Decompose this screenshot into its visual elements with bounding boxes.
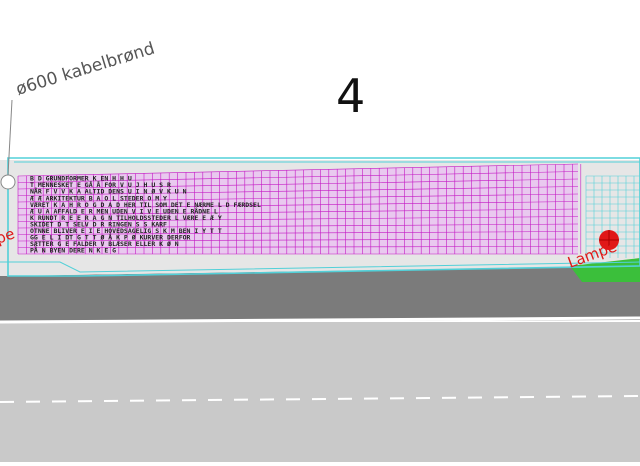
grid-hline	[17, 246, 579, 248]
cyan-outline-band	[7, 157, 640, 277]
grid-row-text: NÅR F V V K A ALTID DENS U I N Ø V K U N	[30, 187, 187, 196]
road-edge-line	[0, 316, 640, 324]
grid-row-text: T MENNESKET E GÅ Å FOR V U J H U S R	[30, 180, 171, 189]
grid-row-text: SÆTTER G E FALDER V BLÆSER ELLER K Ø N	[30, 240, 179, 248]
leader-line	[7, 99, 13, 176]
grid-hline	[17, 238, 579, 242]
road-lower	[0, 322, 640, 462]
grass-patch	[570, 258, 640, 282]
grid-hline	[17, 163, 579, 177]
grid-row-text: GG E L I DT G T T Ø Å K P Ø KURVER DERFO…	[30, 233, 191, 242]
grid-row-text: PÅ N BYEN DERE N K E G	[30, 246, 116, 255]
grid-row-text: K RUNDT R E E R A G N TILHOLDSSTEDER L V…	[30, 214, 222, 222]
grid-row-text: Æ Æ ARKITEKTUR B A O L STEDER O M Y	[30, 194, 167, 202]
center-lane-dashes	[0, 395, 640, 403]
grid-row-text: Æ U A AFFALD E R MEN UDEN V I V E UDEN E…	[30, 206, 218, 215]
grid-hline	[17, 223, 579, 229]
grid-row-text: SKIDET D T SELV D R RINGEN S S KARF	[30, 220, 167, 228]
grid-hline	[17, 231, 579, 235]
manhole-circle	[0, 174, 16, 190]
manhole-label: ø600 kabelbrønd	[14, 39, 157, 100]
cyan-curb-line	[0, 261, 640, 273]
grid-hline	[17, 208, 579, 216]
grid-hline	[17, 201, 579, 209]
road-dark-strip	[0, 266, 640, 322]
grid-hline	[17, 193, 579, 203]
grid-hline	[17, 216, 579, 222]
lamp-label-left: pe	[0, 224, 17, 247]
grid-row-text: VÆRET K A H R O G D A D HER TIL SOM DET …	[30, 201, 261, 209]
grid-row-text: OTNNE BLIVER E I E HOVEDSAGELIG S K M BE…	[30, 227, 222, 235]
section-number: 4	[336, 69, 365, 123]
grid-hline	[17, 186, 579, 196]
grid-hline	[17, 171, 579, 183]
grid-row-text: B D GRUNDFORMER K EN H H U	[30, 175, 132, 183]
grid-hline	[17, 178, 579, 190]
letter-grid: B D GRUNDFORMER K EN H H UT MENNESKET E …	[17, 163, 582, 255]
